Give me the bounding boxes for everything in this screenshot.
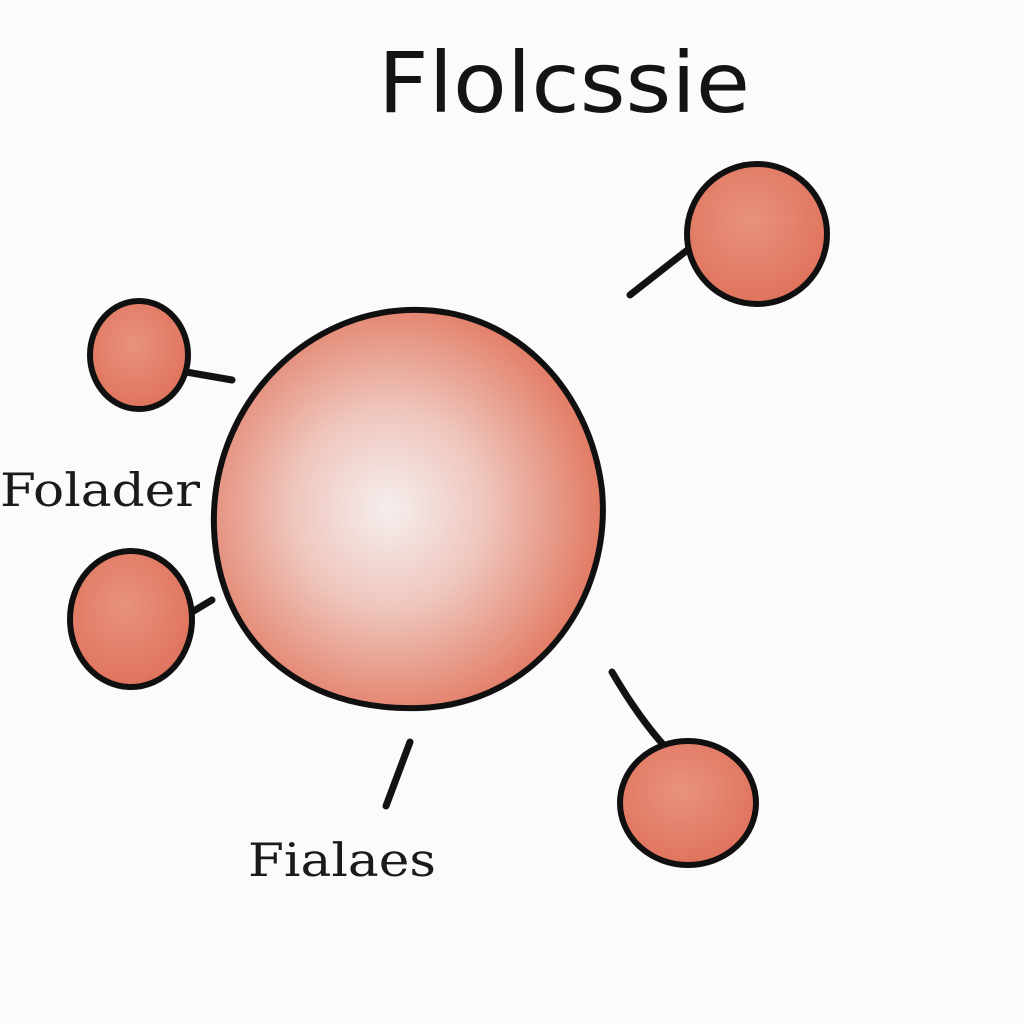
connector-upper-left — [182, 368, 236, 384]
connector-lower-left — [188, 596, 216, 616]
connector-bottom-right — [608, 668, 672, 754]
label-left: Folader — [0, 463, 200, 517]
label-bottom: Fialaes — [248, 833, 436, 887]
satellite-node-lower-left — [67, 548, 195, 690]
satellite-node-upper-left — [87, 298, 191, 412]
central-node — [210, 306, 606, 712]
connector-bottom — [382, 738, 414, 810]
diagram-title: Flolcssie — [378, 34, 750, 132]
connector-top-right — [626, 244, 694, 299]
satellite-node-bottom-right — [617, 738, 759, 868]
satellite-node-top-right — [684, 161, 830, 307]
